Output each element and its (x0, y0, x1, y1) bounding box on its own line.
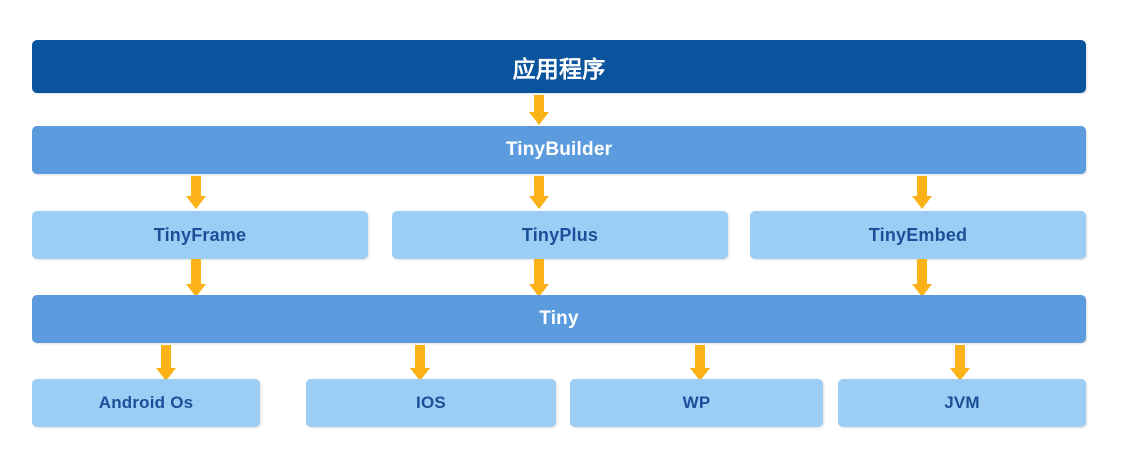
node-tinybuilder-label: TinyBuilder (505, 139, 613, 160)
arrow-tinybuilder-to-tinyembed (912, 176, 932, 209)
node-tiny-label: Tiny (539, 308, 579, 329)
arrow-tinybuilder-to-tinyplus (529, 176, 549, 209)
arrow-tiny-to-ios (410, 345, 430, 381)
arrow-tinyplus-to-tiny (529, 259, 549, 297)
node-tinyplus-label: TinyPlus (521, 224, 599, 245)
arrow-tiny-to-wp (690, 345, 710, 381)
node-application[interactable]: 应用程序 (32, 40, 1086, 93)
arrow-tiny-to-jvm (950, 345, 970, 381)
node-tinybuilder[interactable]: TinyBuilder (32, 126, 1086, 174)
node-ios[interactable]: IOS (306, 379, 556, 427)
arrow-tinyembed-to-tiny (912, 259, 932, 297)
arrow-tiny-to-android (156, 345, 176, 381)
node-tinyframe[interactable]: TinyFrame (32, 211, 368, 259)
node-wp-label: WP (682, 393, 711, 412)
node-tiny[interactable]: Tiny (32, 295, 1086, 343)
arrow-tinybuilder-to-tinyframe (186, 176, 206, 209)
node-tinyframe-label: TinyFrame (153, 224, 247, 245)
node-android-os-label: Android Os (98, 393, 194, 412)
arrow-app-to-tinybuilder (529, 95, 549, 125)
arrow-tinyframe-to-tiny (186, 259, 206, 297)
node-application-label: 应用程序 (512, 55, 606, 82)
node-tinyembed[interactable]: TinyEmbed (750, 211, 1086, 259)
node-tinyplus[interactable]: TinyPlus (392, 211, 728, 259)
node-jvm-label: JVM (944, 393, 980, 412)
node-android-os[interactable]: Android Os (32, 379, 260, 427)
node-ios-label: IOS (416, 393, 446, 412)
node-jvm[interactable]: JVM (838, 379, 1086, 427)
node-tinyembed-label: TinyEmbed (868, 224, 968, 245)
node-wp[interactable]: WP (570, 379, 823, 427)
